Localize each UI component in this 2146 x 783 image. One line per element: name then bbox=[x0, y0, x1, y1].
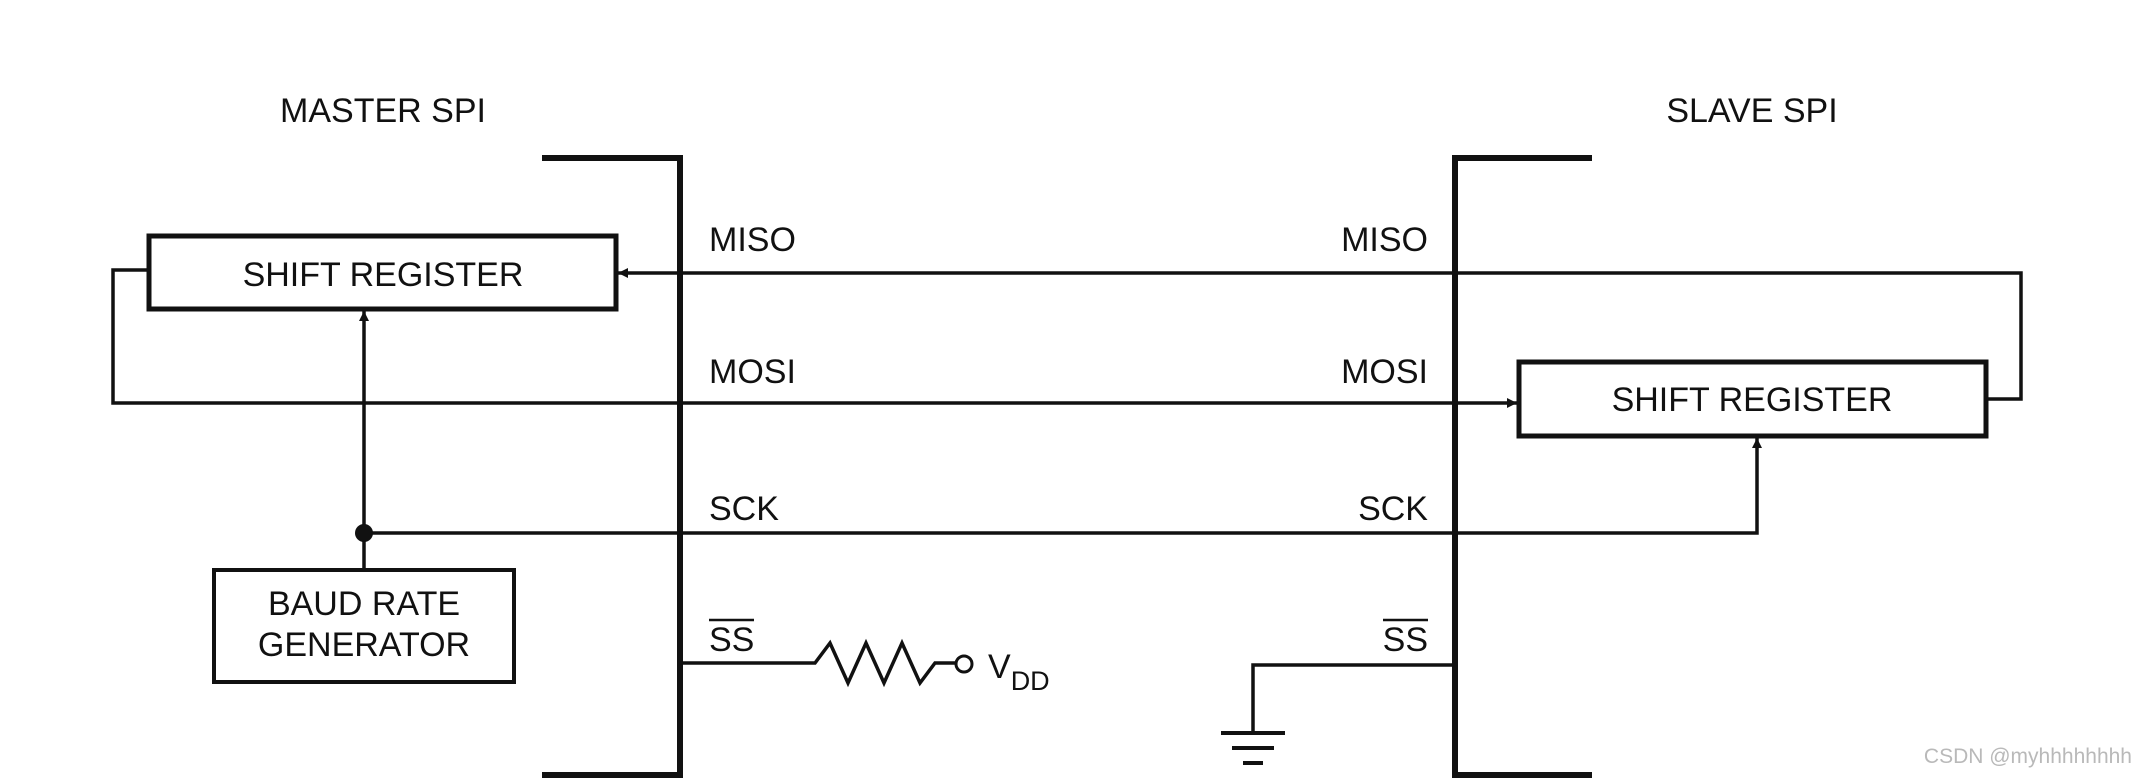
ground-icon bbox=[1221, 731, 1285, 765]
miso-line bbox=[618, 268, 2023, 401]
master-sck-label: SCK bbox=[709, 490, 779, 528]
master-boundary-bracket bbox=[542, 155, 683, 778]
baud-rate-label-line2: GENERATOR bbox=[258, 626, 470, 664]
slave-mosi-label: MOSI bbox=[1341, 353, 1428, 391]
sck-line bbox=[364, 438, 1762, 535]
slave-miso-label: MISO bbox=[1341, 221, 1428, 259]
slave-shift-register-box bbox=[1516, 359, 1989, 439]
master-ss-pullup-line bbox=[680, 638, 956, 688]
watermark: CSDN @myhhhhhhhh bbox=[1924, 745, 2132, 768]
master-ss-label: SS bbox=[709, 621, 754, 659]
slave-ss-ground-line bbox=[1251, 663, 1455, 733]
baud-rate-label-line1: BAUD RATE bbox=[268, 585, 460, 623]
vdd-label-base: V bbox=[988, 648, 1011, 686]
slave-title: SLAVE SPI bbox=[1666, 92, 1837, 130]
master-mosi-label: MOSI bbox=[709, 353, 796, 391]
slave-sck-label: SCK bbox=[1358, 490, 1428, 528]
mosi-line bbox=[111, 268, 1517, 408]
vdd-label-subscript: DD bbox=[1011, 666, 1050, 696]
vdd-label: VDD bbox=[988, 648, 1050, 696]
master-shift-register-label: SHIFT REGISTER bbox=[243, 256, 524, 294]
master-shift-register-box bbox=[146, 233, 619, 312]
vdd-terminal-circle bbox=[954, 654, 974, 674]
sck-junction-dot bbox=[355, 524, 373, 542]
baud-rate-generator-box bbox=[212, 568, 516, 684]
slave-shift-register-label: SHIFT REGISTER bbox=[1612, 381, 1893, 419]
slave-boundary-bracket bbox=[1452, 155, 1592, 778]
slave-ss-label: SS bbox=[1383, 621, 1428, 659]
master-miso-label: MISO bbox=[709, 221, 796, 259]
master-title: MASTER SPI bbox=[280, 92, 486, 130]
